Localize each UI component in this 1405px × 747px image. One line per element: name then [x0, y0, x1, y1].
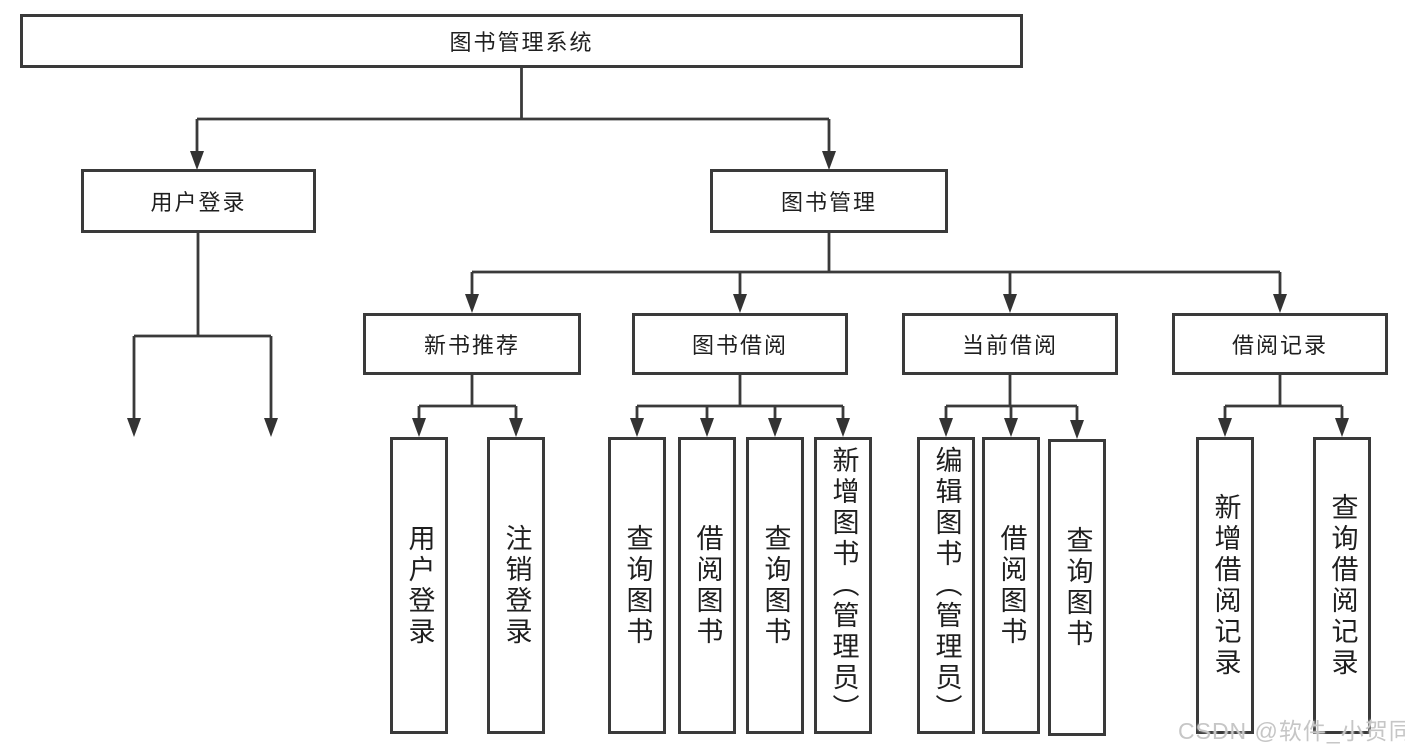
leaf-borrow-books-recommend-label: 借阅图书	[692, 523, 723, 648]
leaf-add-borrow-record-label: 新增借阅记录	[1210, 492, 1241, 679]
leaf-logout: 注销登录	[487, 437, 545, 734]
node-book-management-label: 图书管理	[780, 190, 877, 215]
node-new-book-recommendation-label: 新书推荐	[423, 333, 520, 358]
leaf-query-books-borrowing-label: 查询图书	[760, 523, 791, 648]
leaf-edit-books-admin-label: 编辑图书（管理员）	[931, 446, 962, 725]
leaf-add-books-admin-label: 新增图书（管理员）	[828, 446, 859, 725]
arrowheads	[127, 151, 1349, 439]
node-book-borrowing-label: 图书借阅	[691, 333, 788, 358]
leaf-add-borrow-record: 新增借阅记录	[1196, 437, 1254, 734]
leaf-logout-label: 注销登录	[501, 523, 532, 648]
leaf-query-books-recommend-label: 查询图书	[622, 523, 653, 648]
node-library-system: 图书管理系统	[20, 14, 1023, 68]
connector-userlogin-to-leaves	[132, 233, 273, 420]
node-book-management: 图书管理	[710, 169, 948, 233]
leaf-borrow-books-label: 借阅图书	[996, 523, 1027, 648]
node-library-system-label: 图书管理系统	[449, 30, 594, 55]
node-borrowing-records: 借阅记录	[1172, 313, 1388, 375]
leaf-user-login-label: 用户登录	[404, 523, 435, 648]
node-current-borrowing-label: 当前借阅	[961, 333, 1058, 358]
leaf-query-borrow-record: 查询借阅记录	[1313, 437, 1371, 734]
connector-bookmgmt-to-level3	[470, 233, 1282, 296]
node-current-borrowing: 当前借阅	[902, 313, 1118, 375]
connector-current-to-leaves	[944, 375, 1079, 422]
leaf-query-books-current: 查询图书	[1048, 439, 1106, 736]
node-book-borrowing: 图书借阅	[632, 313, 848, 375]
connector-root-to-level2	[195, 68, 831, 153]
leaf-query-books-current-label: 查询图书	[1062, 525, 1093, 650]
leaf-user-login: 用户登录	[390, 437, 448, 734]
leaf-query-borrow-record-label: 查询借阅记录	[1327, 492, 1358, 679]
leaf-borrow-books-recommend: 借阅图书	[678, 437, 736, 734]
csdn-watermark: CSDN @软件_小贺同学	[1178, 718, 1405, 744]
leaf-add-books-admin: 新增图书（管理员）	[814, 437, 872, 734]
node-new-book-recommendation: 新书推荐	[363, 313, 581, 375]
connector-borrowing-to-leaves	[635, 375, 845, 420]
node-user-login: 用户登录	[81, 169, 316, 233]
leaf-query-books-recommend: 查询图书	[608, 437, 666, 734]
leaf-query-books-borrowing: 查询图书	[746, 437, 804, 734]
leaf-borrow-books: 借阅图书	[982, 437, 1040, 734]
connector-newbook-to-leaves	[417, 375, 518, 420]
connector-records-to-leaves	[1223, 375, 1344, 420]
leaf-edit-books-admin: 编辑图书（管理员）	[917, 437, 975, 734]
node-user-login-label: 用户登录	[150, 190, 247, 215]
node-borrowing-records-label: 借阅记录	[1231, 333, 1328, 358]
